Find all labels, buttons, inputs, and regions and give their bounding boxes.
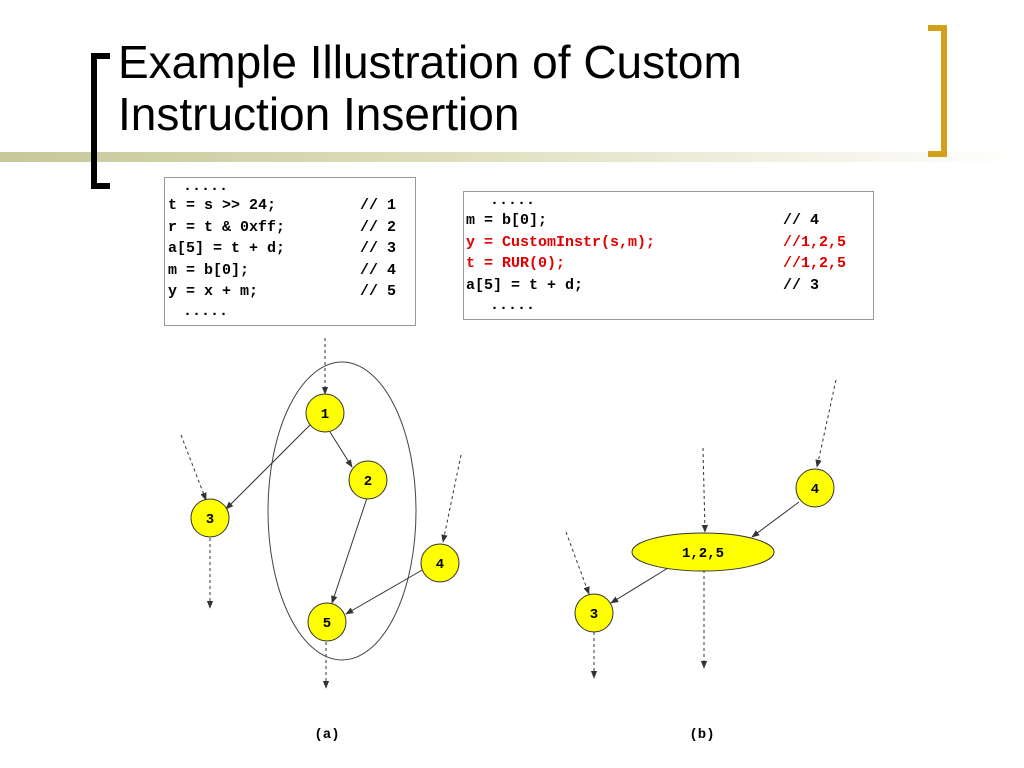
title-line-2: Instruction Insertion xyxy=(118,88,520,140)
right-bracket xyxy=(928,25,947,157)
svg-text:2: 2 xyxy=(364,474,372,490)
code-dots-top: ..... xyxy=(490,192,536,209)
code-dots-bottom: ..... xyxy=(490,297,536,314)
svg-text:1,2,5: 1,2,5 xyxy=(682,546,724,562)
code-box-original: ..... t = s >> 24;// 1 r = t & 0xff;// 2… xyxy=(164,177,416,326)
node-3: 3 xyxy=(574,593,614,633)
code-line: m = b[0];// 4 xyxy=(466,212,820,229)
svg-text:4: 4 xyxy=(811,482,819,498)
code-line: a[5] = t + d;// 3 xyxy=(168,240,397,257)
svg-text:5: 5 xyxy=(323,616,331,632)
node-3: 3 xyxy=(190,498,230,538)
code-line: t = s >> 24;// 1 xyxy=(168,197,397,214)
edge-in-4 xyxy=(815,379,837,468)
svg-text:3: 3 xyxy=(590,607,598,623)
node-custom-1-2-5: 1,2,5 xyxy=(631,532,775,572)
edge-1-2 xyxy=(329,431,353,468)
edge-in-3 xyxy=(565,531,590,595)
code-dots-top: ..... xyxy=(183,178,229,195)
node-5: 5 xyxy=(307,602,347,642)
code-line: a[5] = t + d;// 3 xyxy=(466,276,820,294)
node-4: 4 xyxy=(795,468,835,508)
svg-text:1: 1 xyxy=(321,407,329,423)
selection-ellipse xyxy=(267,361,417,661)
node-1: 1 xyxy=(305,393,345,433)
graph-a: 1 2 3 4 5 (a) xyxy=(180,338,462,743)
svg-text:4: 4 xyxy=(436,557,444,573)
edge-in-4 xyxy=(441,454,462,543)
caption-a: (a) xyxy=(314,727,339,743)
code-box-transformed: ..... m = b[0];// 4 y = CustomInstr(s,m)… xyxy=(463,191,874,320)
caption-b: (b) xyxy=(689,727,714,743)
left-bracket xyxy=(91,53,110,189)
graph-b: 4 1,2,5 3 (b) xyxy=(565,379,837,743)
code-line-rur: t = RUR(0);//1,2,5 xyxy=(466,255,847,272)
code-line-custom-instr: y = CustomInstr(s,m);//1,2,5 xyxy=(466,233,847,251)
code-dots-bottom: ..... xyxy=(183,303,229,320)
edge-2-5 xyxy=(331,497,368,604)
node-2: 2 xyxy=(348,460,388,500)
title-line-1: Example Illustration of Custom xyxy=(118,36,742,88)
edge-in-3 xyxy=(180,434,207,501)
edge-1-3 xyxy=(225,424,311,510)
node-4: 4 xyxy=(420,543,460,583)
edge-4-125 xyxy=(751,501,800,538)
code-line: m = b[0];// 4 xyxy=(168,261,397,279)
edge-4-5 xyxy=(345,568,425,615)
edge-in-125 xyxy=(701,447,709,533)
title-underline-bar xyxy=(0,152,1024,162)
slide-title: Example Illustration of Custom Instructi… xyxy=(118,36,918,140)
edge-125-3 xyxy=(610,567,669,604)
code-line: y = x + m;// 5 xyxy=(168,283,397,300)
svg-text:3: 3 xyxy=(206,512,214,528)
code-line: r = t & 0xff;// 2 xyxy=(168,218,397,236)
